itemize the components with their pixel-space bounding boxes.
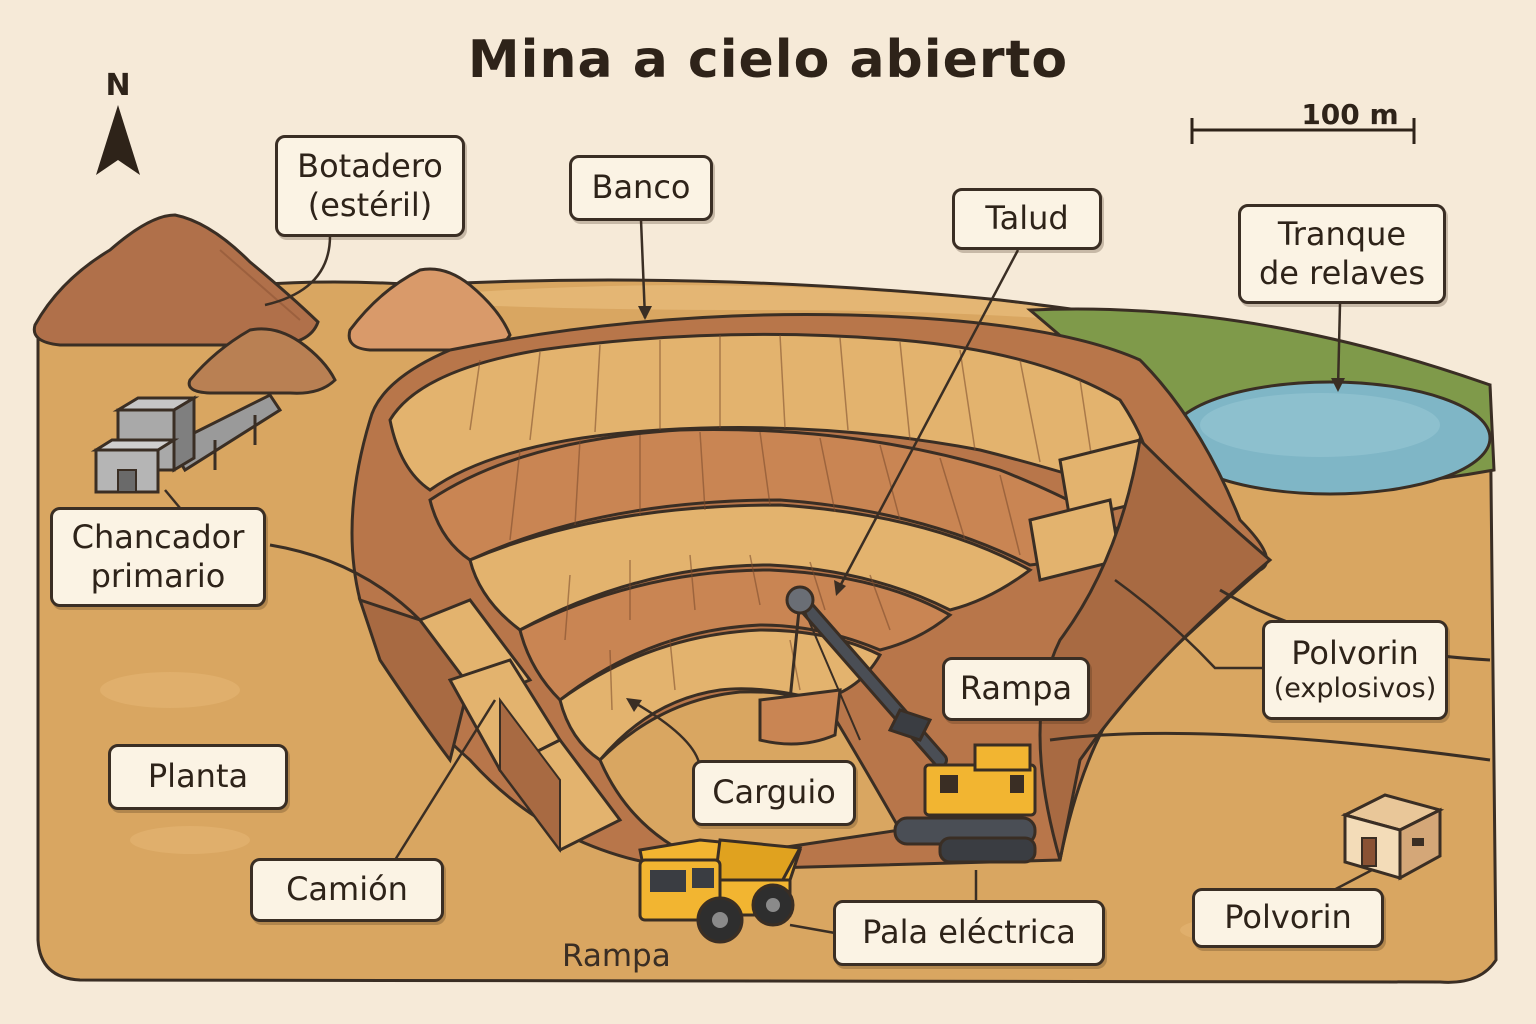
leader-pala-truck [789,923,836,935]
label-polvorin-explosivos-line2: (explosivos) [1273,673,1437,705]
label-pala-text: Pala eléctrica [862,913,1076,952]
label-rampa-bottom: Rampa [562,938,671,974]
label-polvorin: Polvorin [1192,888,1384,948]
primary-crusher [90,393,283,494]
shovel-dipper [758,688,842,746]
leader-talud [836,249,1020,591]
powder-magazine-building [1340,793,1445,881]
label-carguio-text: Carguio [712,773,836,812]
scale-bar [1190,118,1416,144]
page-title: Mina a cielo abierto [467,30,1069,90]
label-talud-text: Talud [985,199,1069,238]
label-botadero-line1: Botadero [297,146,443,185]
waste-dump-small [347,267,512,352]
leader-tranque [1336,303,1342,389]
label-botadero-line2: (estéril) [307,186,433,224]
leader-polvorin-explosivos [1114,578,1262,670]
ore-stockpile [187,327,337,395]
leader-banco [639,219,647,319]
label-tranque-line1: Tranque [1277,214,1407,253]
label-botadero: Botadero (estéril) [275,135,465,237]
label-polvorin-explosivos: Polvorin (explosivos) [1262,620,1448,720]
label-rampa: Rampa [942,657,1090,721]
label-planta-text: Planta [147,757,249,796]
scale-label: 100 m [1301,98,1399,131]
leader-camion [393,699,497,861]
waste-dump-large [32,213,320,347]
label-polvorin-explosivos-line1: Polvorin [1291,634,1419,673]
leader-botadero [264,235,332,307]
label-banco: Banco [569,155,713,221]
label-camion-text: Camión [286,870,408,909]
label-chancador: Chancador primario [50,507,266,607]
label-tranque-line2: de relaves [1258,254,1426,292]
label-talud: Talud [952,188,1102,250]
label-planta: Planta [108,744,288,810]
label-chancador-line2: primario [90,557,226,595]
leader-chancador [164,489,181,509]
label-tranque: Tranque de relaves [1238,204,1446,304]
label-polvorin-text: Polvorin [1224,898,1352,937]
label-camion: Camión [250,858,444,922]
label-carguio: Carguio [692,760,856,826]
label-rampa-text: Rampa [959,669,1073,708]
north-arrow-icon [96,105,140,175]
label-chancador-line1: Chancador [71,517,245,556]
label-pala: Pala eléctrica [833,900,1105,966]
haul-truck [638,838,803,944]
north-label: N [105,68,131,103]
electric-shovel [758,585,1037,864]
label-banco-text: Banco [591,168,691,207]
